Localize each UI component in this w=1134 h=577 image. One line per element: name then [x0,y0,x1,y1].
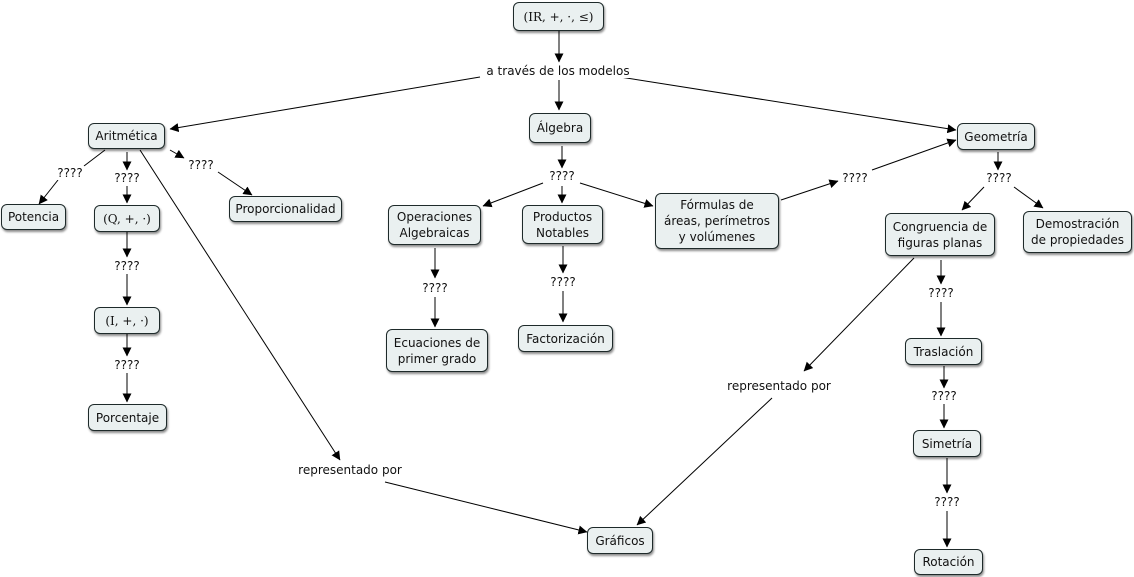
link-phrase-representado-left: representado por [296,463,404,477]
connector [871,138,957,171]
connector [579,182,654,208]
factorizacion-node[interactable]: Factorización [518,325,613,352]
q-model-node[interactable]: (Q, +, ·) [94,205,160,232]
connector [83,149,106,167]
aritmetica-node[interactable]: Aritmética [88,123,165,149]
productos-node[interactable]: Productos Notables [522,205,603,244]
link-phrase-i: ???? [112,259,142,273]
link-phrase-traslacion: ???? [926,286,956,300]
congruencia-node[interactable]: Congruencia de figuras planas [885,213,995,256]
i-model-node[interactable]: (I, +, ·) [94,307,160,334]
link-phrase-porcentaje: ???? [112,358,142,372]
link-phrase-rotacion: ???? [932,495,962,509]
link-phrase-ecuaciones: ???? [420,281,450,295]
link-phrase-representado-right: representado por [725,379,833,393]
connector [961,186,985,211]
graficos-node[interactable]: Gráficos [587,527,653,554]
connector [803,257,915,372]
porcentaje-node[interactable]: Porcentaje [88,404,167,431]
link-phrase-proporcionalidad: ???? [186,158,216,172]
root-node[interactable]: (IR, +, ·, ≤) [513,2,604,31]
link-phrase-algebra: ???? [547,169,577,183]
rotacion-node[interactable]: Rotación [914,549,983,575]
link-phrase-simetria: ???? [929,389,959,403]
link-phrase-potencia: ???? [55,166,85,180]
geometria-node[interactable]: Geometría [957,123,1035,150]
connector [619,76,957,134]
link-phrase-formulas-geometria: ???? [840,171,870,185]
connector [1013,186,1044,209]
connector [636,397,773,526]
connector [384,481,588,535]
connector [217,171,253,196]
traslacion-node[interactable]: Traslación [905,338,982,365]
proporcionalidad-node[interactable]: Proporcionalidad [229,196,342,222]
link-phrase-geometria: ???? [984,171,1014,185]
connector [169,149,185,159]
formulas-node[interactable]: Fórmulas de áreas, perímetros y volúmene… [655,193,779,249]
operaciones-node[interactable]: Operaciones Algebraicas [388,205,481,245]
link-phrase-q: ???? [112,171,142,185]
simetria-node[interactable]: Simetría [913,430,981,457]
connector [780,179,839,201]
link-phrase-factorizacion: ???? [548,275,578,289]
ecuaciones-node[interactable]: Ecuaciones de primer grado [386,329,488,372]
connector [169,76,481,133]
connector [139,149,341,461]
link-phrase-models: a través de los modelos [484,64,632,78]
connector [38,179,59,205]
demostracion-node[interactable]: Demostración de propiedades [1023,211,1132,253]
potencia-node[interactable]: Potencia [1,204,66,230]
connector [482,182,544,208]
algebra-node[interactable]: Álgebra [529,113,591,143]
